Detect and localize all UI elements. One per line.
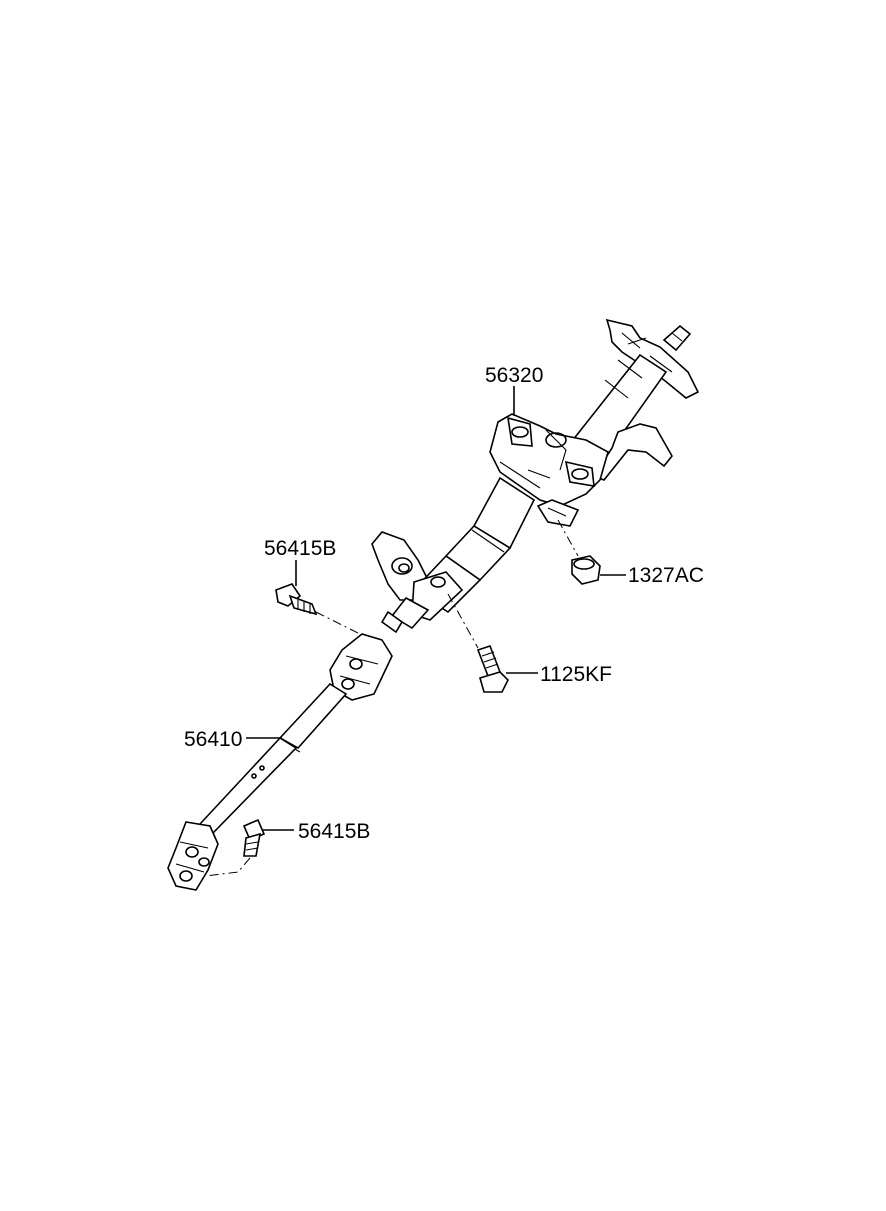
leader-lines xyxy=(246,386,626,831)
label-steering-column: 56320 xyxy=(485,364,543,387)
steering-column-assembly-icon xyxy=(371,318,700,634)
label-bolt-column: 1125KF xyxy=(540,663,612,686)
label-intermediate-shaft: 56410 xyxy=(184,728,242,751)
label-bolt-lower: 56415B xyxy=(298,820,370,843)
universal-joint-shaft-icon xyxy=(167,633,393,891)
label-bolt-upper: 56415B xyxy=(264,537,336,560)
bolt-icon xyxy=(205,583,509,877)
label-nut: 1327AC xyxy=(628,564,704,587)
nut-icon xyxy=(557,519,601,585)
